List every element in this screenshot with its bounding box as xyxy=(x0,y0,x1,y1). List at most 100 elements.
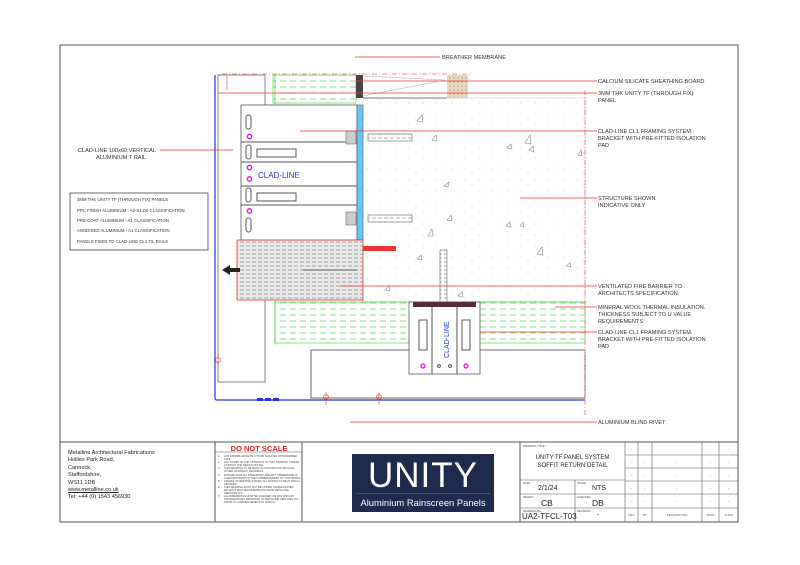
label-calcium-silicate: CALCIUM SILICATE SHEATHING BOARD xyxy=(598,79,704,85)
note-number: 4. xyxy=(218,473,221,477)
spec-line: PRE-COAT ALUMINIUM - A1 CLASSIFICATION xyxy=(77,218,169,223)
timber-batten xyxy=(447,75,468,98)
scale-value: NTS xyxy=(592,485,606,492)
label-t-rail: CLAD-LINE 100x60 VERTICAL xyxy=(78,148,156,154)
revision-cell: - xyxy=(644,446,646,451)
phone: Tel: +44 (0) 1543 456930 xyxy=(68,494,131,501)
revision-cell: - xyxy=(727,498,730,503)
revision-cell: - xyxy=(709,446,712,451)
note-item: 5.UNLESS OTHERWISE STATED, ALL FIXINGS T… xyxy=(218,480,302,486)
label-structure-2: INDICATIVE ONLY xyxy=(598,203,646,209)
label-rivet: ALUMINIUM BLIND RIVET xyxy=(598,420,666,426)
drawing-no-value: UA2-TFCL-T03 xyxy=(522,512,577,521)
drawing-subtitle: SOFFIT RETURN DETAIL xyxy=(537,462,608,469)
note-item: 6.THIS DRAWING MUST NOT BE COPIED OR REP… xyxy=(218,486,302,495)
label-framing-bottom: CLAD-LINE CL1 FRAMING SYSTEM. xyxy=(598,330,693,336)
company-address: Metalline Architectural Fabrications Hol… xyxy=(68,450,155,502)
label-panel: 3MM THK UNITY TF (THROUGH FIX) xyxy=(598,91,694,97)
label-framing-top-2: BRACKET WITH PRE-FITTED ISOLATION xyxy=(598,136,706,142)
general-notes: 1.ANY DISSIMILAR METALS TO BE ISOLATED W… xyxy=(218,455,302,505)
revision-value: - xyxy=(597,512,600,519)
revision-cell: - xyxy=(630,459,633,464)
note-text: ENSURE THAT ALL STEELWORK AND ANY TIMBER… xyxy=(224,473,302,480)
website-link[interactable]: www.metalline.co.uk xyxy=(68,487,119,494)
spec-line: PPC FINISH ALUMINIUM - A2-S1,D0 CLASSIFI… xyxy=(77,208,185,213)
label-mineral-wool-3: REQUIREMENTS xyxy=(598,319,643,325)
label-mineral-wool-2: THICKNESS SUBJECT TO U VALUE xyxy=(598,312,691,318)
drawing-title-label: DRAWING TITLE xyxy=(523,444,545,448)
note-text: THIS DRAWING MUST NOT BE COPIED OR REPLI… xyxy=(224,485,294,496)
label-mineral-wool: MINERAL WOOL THERMAL INSULATION. xyxy=(598,305,706,311)
rainscreen-panel xyxy=(214,75,585,401)
revision-label: REVISION xyxy=(577,509,591,513)
bracket-brand-2: CLAD-LINE xyxy=(444,321,451,358)
drawn-value: CB xyxy=(541,498,553,508)
rivets xyxy=(215,357,382,405)
revision-header: BY xyxy=(642,513,647,517)
checked-label: CHECKED xyxy=(577,495,591,499)
drawing-no-label: DRAWING No. xyxy=(523,509,542,513)
note-item: 7.ALL DIMENSIONS MUST BE CHECKED ON SITE… xyxy=(218,495,302,504)
note-text: ANY DOUBT OF THE CONTENTS OF THIS DRAWIN… xyxy=(224,461,300,468)
date-value: 2/1/24 xyxy=(538,485,558,492)
note-item: 3.THIS DRAWING TO BE READ IN CONJUNCTION… xyxy=(218,467,302,473)
note-number: 1. xyxy=(218,455,221,458)
sheet-border xyxy=(59,44,739,523)
company-name: Metalline Architectural Fabrications xyxy=(68,450,155,456)
revision-cell: - xyxy=(727,459,730,464)
note-number: 7. xyxy=(218,495,221,499)
section-detail: CLAD-LINE CLAD-LINE xyxy=(214,73,586,415)
checked-value: DB xyxy=(592,498,604,508)
revision-cell: - xyxy=(644,498,646,503)
bottom-bracket: CLAD-LINE xyxy=(408,301,481,375)
revision-cell: - xyxy=(630,485,633,490)
note-text: ALL DIMENSIONS MUST BE CHECKED ON SITE A… xyxy=(224,495,299,505)
note-item: 1.ANY DISSIMILAR METALS TO BE ISOLATED W… xyxy=(218,455,302,461)
label-fire-barrier: VENTILATED FIRE BARRIER TO xyxy=(598,284,683,290)
aggregate-marks xyxy=(278,109,583,298)
note-number: 5. xyxy=(218,479,221,483)
note-number: 2. xyxy=(218,461,221,465)
label-framing-bottom-2: BRACKET WITH PRE-FITTED ISOLATION xyxy=(598,337,706,343)
revision-cell: - xyxy=(630,472,633,477)
revision-cell: - xyxy=(709,459,712,464)
label-structure: STRUCTURE SHOWN xyxy=(598,196,656,202)
isolation-pad xyxy=(356,104,364,241)
leader-lines xyxy=(160,56,597,423)
revision-cell: - xyxy=(676,472,678,477)
revision-cell: - xyxy=(727,472,730,477)
revision-cell: - xyxy=(676,459,678,464)
revision-cell: - xyxy=(709,498,712,503)
note-text: UNLESS OTHERWISE STATED, ALL FIXINGS TO … xyxy=(224,479,300,486)
revision-cell: - xyxy=(644,485,646,490)
drawing-title: UNITY TF PANEL SYSTEM xyxy=(535,455,610,461)
revision-cell: - xyxy=(676,485,678,490)
revision-cell: - xyxy=(727,446,730,451)
spec-line: 3MM THK UNITY TF (THROUGH FIX) PANELS xyxy=(77,197,168,202)
bracket-brand: CLAD-LINE xyxy=(258,171,300,180)
note-item: 4.ENSURE THAT ALL STEELWORK AND ANY TIMB… xyxy=(218,474,302,480)
spec-line: ANODISED ALUMINIUM - A1 CLASSIFICATION xyxy=(77,228,170,233)
airflow-arrow-icon xyxy=(222,265,240,275)
note-item: 2.ANY DOUBT OF THE CONTENTS OF THIS DRAW… xyxy=(218,461,302,467)
revision-cell: - xyxy=(676,446,678,451)
logo-title: UNITY xyxy=(368,456,478,495)
spec-line: PANELS FIXED TO CLAD-LINE CL1 T/L RAILS xyxy=(77,239,168,244)
label-panel-2: PANEL xyxy=(598,98,616,104)
address-line: WS11 1DB xyxy=(68,479,96,486)
logo-subtitle: Aluminium Rainscreen Panels xyxy=(360,497,486,508)
note-text: THIS DRAWING TO BE READ IN CONJUNCTION W… xyxy=(224,467,295,474)
insulation-top xyxy=(272,74,357,104)
revision-header: DATE xyxy=(706,513,715,517)
calcium-silicate-board xyxy=(356,75,363,98)
do-not-scale-heading: DO NOT SCALE xyxy=(230,444,288,453)
unity-logo: UNITY Aluminium Rainscreen Panels xyxy=(352,454,494,512)
revision-cell: - xyxy=(630,498,633,503)
address-line: Staffordshire, xyxy=(68,472,102,479)
note-number: 6. xyxy=(218,485,221,489)
drawn-label: DRAWN xyxy=(523,495,534,499)
label-framing-top: CLAD-LINE CL1 FRAMING SYSTEM. xyxy=(598,129,693,135)
revision-cell: - xyxy=(630,446,633,451)
revision-cell: - xyxy=(709,472,712,477)
